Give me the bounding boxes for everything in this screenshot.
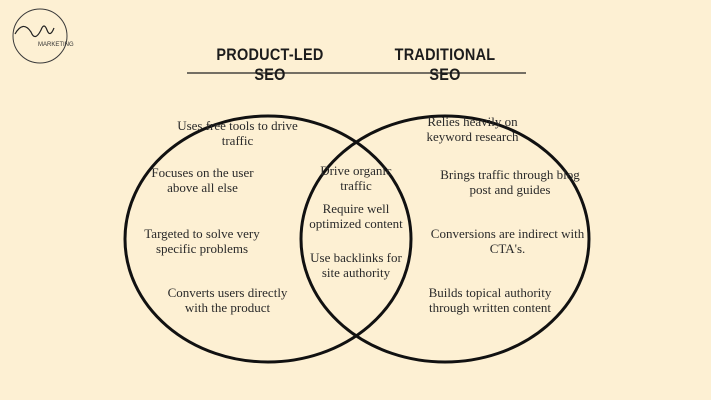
right-item: Relies heavily on keyword research — [426, 114, 519, 144]
left-circle — [123, 114, 413, 364]
svg-text:MARKETING: MARKETING — [38, 42, 74, 48]
left-item: Focuses on the user above all else — [151, 165, 254, 195]
right-item: Builds topical authority through written… — [428, 285, 552, 315]
left-item: Uses free tools to drive traffic — [177, 118, 298, 148]
header-product-led-seo: PRODUCT-LED SEO — [216, 45, 324, 84]
right-item: Brings traffic through blog post and gui… — [440, 167, 580, 197]
right-circle — [299, 114, 591, 364]
left-item: Targeted to solve very specific problems — [144, 226, 260, 256]
overlap-item: Drive organic traffic — [320, 163, 392, 193]
header-traditional-seo: TRADITIONAL SEO — [394, 45, 496, 84]
overlap-item: Use backlinks for site authority — [310, 250, 402, 280]
overlap-item: Require well optimized content — [309, 201, 403, 231]
right-item: Conversions are indirect with CTA's. — [430, 226, 585, 256]
logo: MARKETING — [12, 8, 74, 64]
left-item: Converts users directly with the product — [167, 285, 288, 315]
